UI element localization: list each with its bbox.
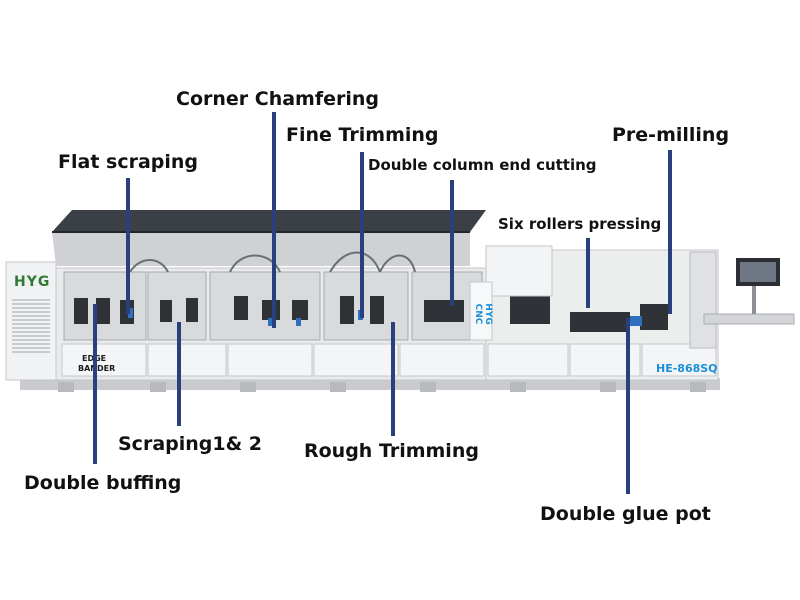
pointer-double-buffing bbox=[93, 304, 97, 464]
pointer-flat-scraping bbox=[126, 178, 130, 314]
motor-unit bbox=[292, 300, 308, 320]
air-hoses bbox=[129, 251, 416, 273]
foot bbox=[240, 382, 256, 392]
model-label: HE-868SQ bbox=[656, 362, 718, 375]
foot bbox=[690, 382, 706, 392]
brand-panel bbox=[469, 281, 493, 341]
right-frame bbox=[689, 251, 717, 349]
status-mark bbox=[128, 308, 133, 318]
machine-feet bbox=[58, 382, 706, 392]
machine-base-shadow bbox=[20, 378, 720, 390]
motor-unit bbox=[510, 294, 550, 324]
vertical-brand: HYG CNC bbox=[473, 303, 493, 325]
pointer-scraping-1-2 bbox=[177, 322, 181, 426]
pointer-double-glue-pot bbox=[626, 318, 630, 494]
motor-unit bbox=[234, 296, 248, 320]
motor-unit bbox=[570, 312, 630, 332]
lower-panel bbox=[61, 343, 147, 377]
pointer-corner-chamfering bbox=[272, 112, 276, 328]
control-monitor-arm bbox=[752, 284, 756, 314]
label-scraping-1-2: Scraping1& 2 bbox=[118, 433, 263, 455]
lower-panel bbox=[641, 343, 717, 377]
pointer-rough-trimming bbox=[391, 322, 395, 436]
top-cover bbox=[52, 210, 486, 232]
foot bbox=[58, 382, 74, 392]
foot bbox=[420, 382, 436, 392]
foot bbox=[150, 382, 166, 392]
left-cabinet bbox=[5, 261, 57, 381]
label-double-glue-pot: Double glue pot bbox=[540, 503, 711, 525]
lower-panels bbox=[61, 343, 717, 377]
logo-badge: HYG bbox=[10, 266, 54, 296]
label-corner-chamfering: Corner Chamfering bbox=[176, 88, 380, 110]
status-mark bbox=[296, 318, 301, 326]
label-double-buffing: Double buffing bbox=[24, 472, 182, 494]
label-fine-trimming: Fine Trimming bbox=[286, 124, 439, 146]
label-rough-trimming: Rough Trimming bbox=[304, 440, 479, 462]
glue-station-housing bbox=[485, 245, 553, 297]
status-mark bbox=[630, 316, 642, 326]
motor-unit bbox=[340, 296, 354, 324]
motor-unit bbox=[424, 300, 464, 322]
label-double-column-end-cutting: Double column end cutting bbox=[368, 156, 597, 174]
motor-unit bbox=[186, 298, 198, 322]
motor-unit bbox=[262, 300, 280, 320]
label-pre-milling: Pre-milling bbox=[612, 124, 730, 146]
lower-panel bbox=[487, 343, 569, 377]
top-cover-front bbox=[52, 232, 470, 266]
status-mark bbox=[268, 318, 273, 326]
pointer-double-column-end-cutting bbox=[450, 180, 454, 306]
cabinet-vent-grille bbox=[12, 299, 50, 353]
foot bbox=[600, 382, 616, 392]
motor-unit bbox=[370, 296, 384, 324]
logo-text: HYG bbox=[14, 274, 51, 290]
label-flat-scraping: Flat scraping bbox=[58, 151, 199, 173]
pointer-six-rollers-pressing bbox=[586, 238, 590, 308]
pointer-fine-trimming bbox=[360, 152, 364, 318]
motor-unit bbox=[74, 298, 88, 324]
control-monitor-screen bbox=[740, 262, 776, 282]
lower-panel bbox=[399, 343, 485, 377]
label-six-rollers-pressing: Six rollers pressing bbox=[498, 215, 662, 233]
pointer-pre-milling bbox=[668, 150, 672, 314]
station-window bbox=[323, 271, 409, 341]
lower-panel bbox=[227, 343, 313, 377]
infeed-rail bbox=[703, 313, 795, 325]
motor-unit bbox=[640, 304, 668, 330]
foot bbox=[510, 382, 526, 392]
motor-unit bbox=[160, 300, 172, 322]
lower-panel bbox=[313, 343, 399, 377]
lower-panel bbox=[147, 343, 227, 377]
motor-unit bbox=[96, 298, 110, 324]
foot bbox=[330, 382, 346, 392]
